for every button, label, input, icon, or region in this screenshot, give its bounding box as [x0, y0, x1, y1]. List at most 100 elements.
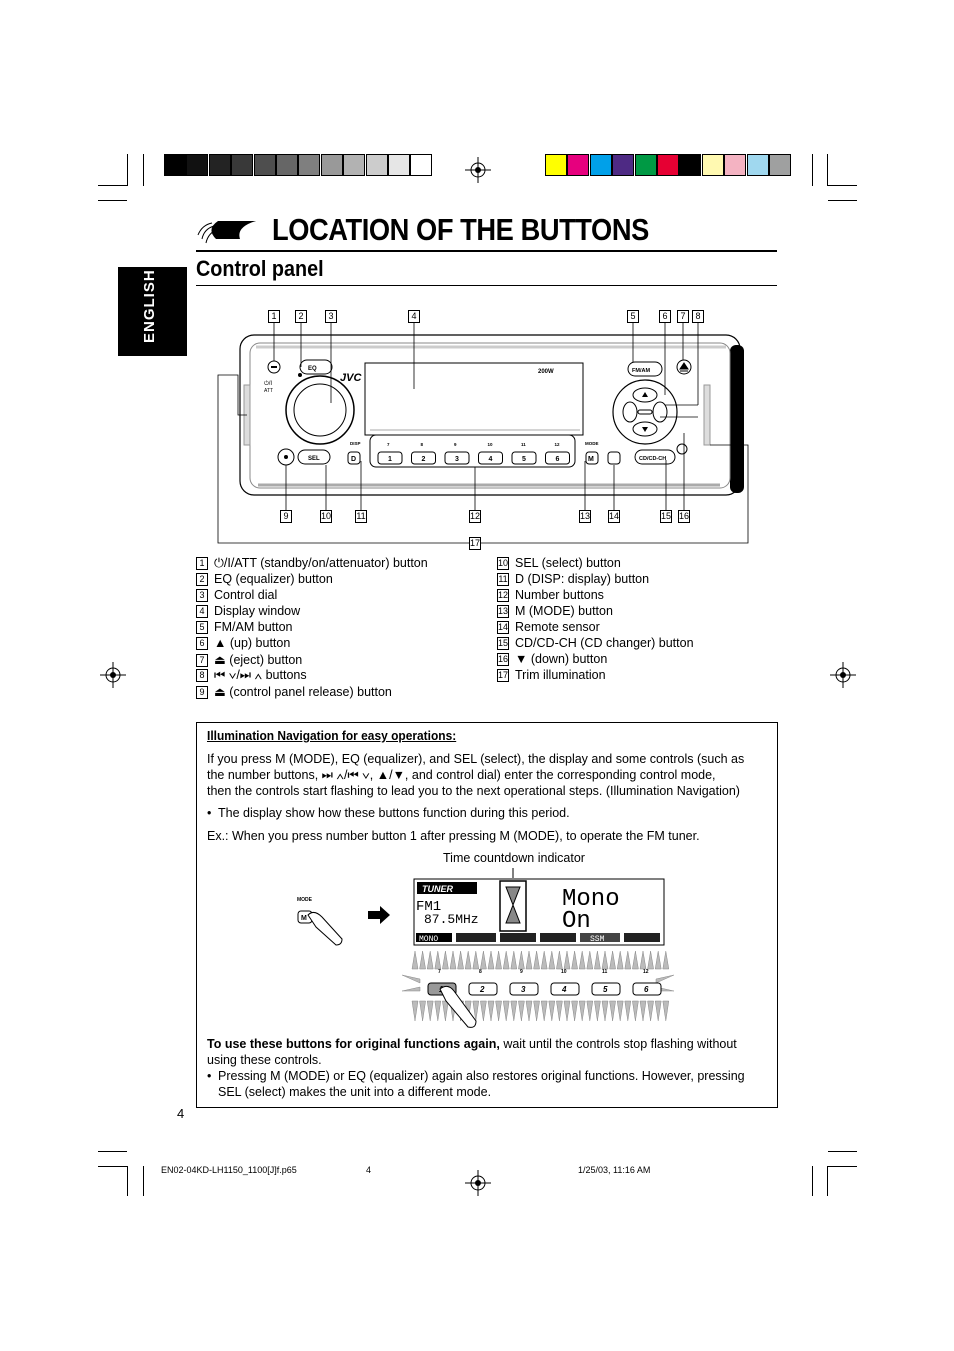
flash-ray [594, 950, 601, 970]
flash-ray [548, 1000, 556, 1022]
number-button-label: 4 [561, 985, 567, 994]
flash-ray [594, 1000, 601, 1022]
legend-number: 2 [196, 573, 208, 587]
svg-text:SEL: SEL [308, 456, 320, 462]
flash-ray [495, 950, 502, 970]
svg-text:On: On [562, 908, 591, 935]
flash-ray [556, 1000, 563, 1022]
legend-text: SEL (select) button [515, 556, 621, 570]
preset-button [377, 451, 403, 465]
svg-text:M: M [588, 456, 594, 463]
info-para2-line: using these controls. [207, 1053, 322, 1067]
legend-text: Trim illumination [515, 668, 606, 682]
callout-13: 13 [579, 510, 591, 523]
flash-ray [434, 1000, 442, 1022]
preset-button [545, 451, 570, 465]
color-swatch [589, 154, 612, 176]
registration-mark-icon [100, 662, 126, 688]
flash-ray [662, 1000, 670, 1022]
flash-ray [480, 1000, 487, 1022]
flash-ray [419, 950, 426, 970]
callout-11: 11 [355, 510, 367, 523]
flash-ray [480, 950, 487, 970]
flash-ray [487, 1000, 495, 1022]
number-button-top-label: 7 [438, 969, 441, 975]
color-swatch [612, 154, 635, 176]
legend-item: 7⏏ (eject) button [196, 652, 302, 668]
footer-date: 1/25/03, 11:16 AM [578, 1165, 651, 1175]
preset-top-number: 7 [387, 442, 390, 447]
crop-mark [98, 200, 127, 201]
callout-16: 16 [678, 510, 690, 523]
crop-mark [98, 1151, 127, 1152]
legend-text: Control dial [214, 588, 278, 602]
color-swatch [634, 154, 657, 176]
flash-ray [472, 950, 480, 970]
svg-text:FM1: FM1 [416, 899, 441, 915]
flash-ray [495, 1000, 502, 1022]
gray-swatch [164, 154, 186, 176]
flash-ray [548, 950, 556, 970]
number-button [591, 982, 621, 996]
gray-swatch [186, 154, 209, 176]
flash-ray [464, 950, 472, 970]
info-bold-lead: To use these buttons for original functi… [207, 1037, 500, 1051]
info-para-line: If you press M (MODE), EQ (equalizer), a… [207, 752, 745, 766]
crop-mark [127, 154, 128, 186]
crop-mark [827, 154, 828, 186]
legend-text: Remote sensor [515, 620, 600, 634]
gray-swatch [365, 154, 388, 176]
flash-ray [632, 1000, 639, 1022]
legend-number: 15 [497, 637, 509, 651]
bullet-marker: • [207, 806, 212, 820]
flash-ray [426, 950, 434, 970]
preset-button [511, 451, 537, 465]
flash-ray [533, 950, 540, 970]
preset-number: 4 [489, 456, 493, 463]
legend-number: 8 [196, 669, 208, 683]
flash-ray [571, 950, 578, 970]
preset-button [444, 451, 470, 465]
flash-ray [563, 950, 571, 970]
flash-ray [442, 1000, 449, 1022]
number-button [550, 982, 580, 996]
preset-top-number: 8 [421, 442, 424, 447]
flash-ray [401, 986, 421, 992]
info-para-line: then the controls start flashing to lead… [207, 784, 740, 798]
flash-ray [457, 950, 464, 970]
legend-text: ▲ (up) button [214, 636, 291, 650]
preset-button [411, 451, 436, 465]
language-tab: ENGLISH [118, 267, 187, 356]
legend-item: 9⏏ (control panel release) button [196, 684, 392, 700]
svg-text:Mono: Mono [562, 886, 620, 913]
svg-text:MONO: MONO [419, 935, 438, 944]
crop-mark [812, 154, 813, 186]
flash-ray [442, 950, 449, 970]
flash-ray [510, 1000, 518, 1022]
gray-swatch [276, 154, 298, 176]
language-label: ENGLISH [141, 269, 158, 343]
callout-2: 2 [295, 310, 307, 323]
registration-mark-icon [830, 662, 856, 688]
gray-swatch [208, 154, 231, 176]
legend-text: CD/CD-CH (CD changer) button [515, 636, 694, 650]
flash-ray [609, 1000, 616, 1022]
flash-ray [578, 1000, 586, 1022]
flash-ray [639, 1000, 647, 1022]
legend-text: EQ (equalizer) button [214, 572, 333, 586]
section-title: Control panel [196, 256, 324, 281]
number-button-top-label: 11 [602, 969, 608, 975]
flash-ray [540, 1000, 548, 1022]
preset-top-number: 9 [454, 442, 457, 447]
callout-14: 14 [608, 510, 620, 523]
section-icon [197, 221, 256, 244]
color-swatch [746, 154, 769, 176]
info-bullet: Pressing M (MODE) or EQ (equalizer) agai… [218, 1069, 745, 1083]
gray-swatch [253, 154, 276, 176]
info-box [196, 722, 778, 1108]
